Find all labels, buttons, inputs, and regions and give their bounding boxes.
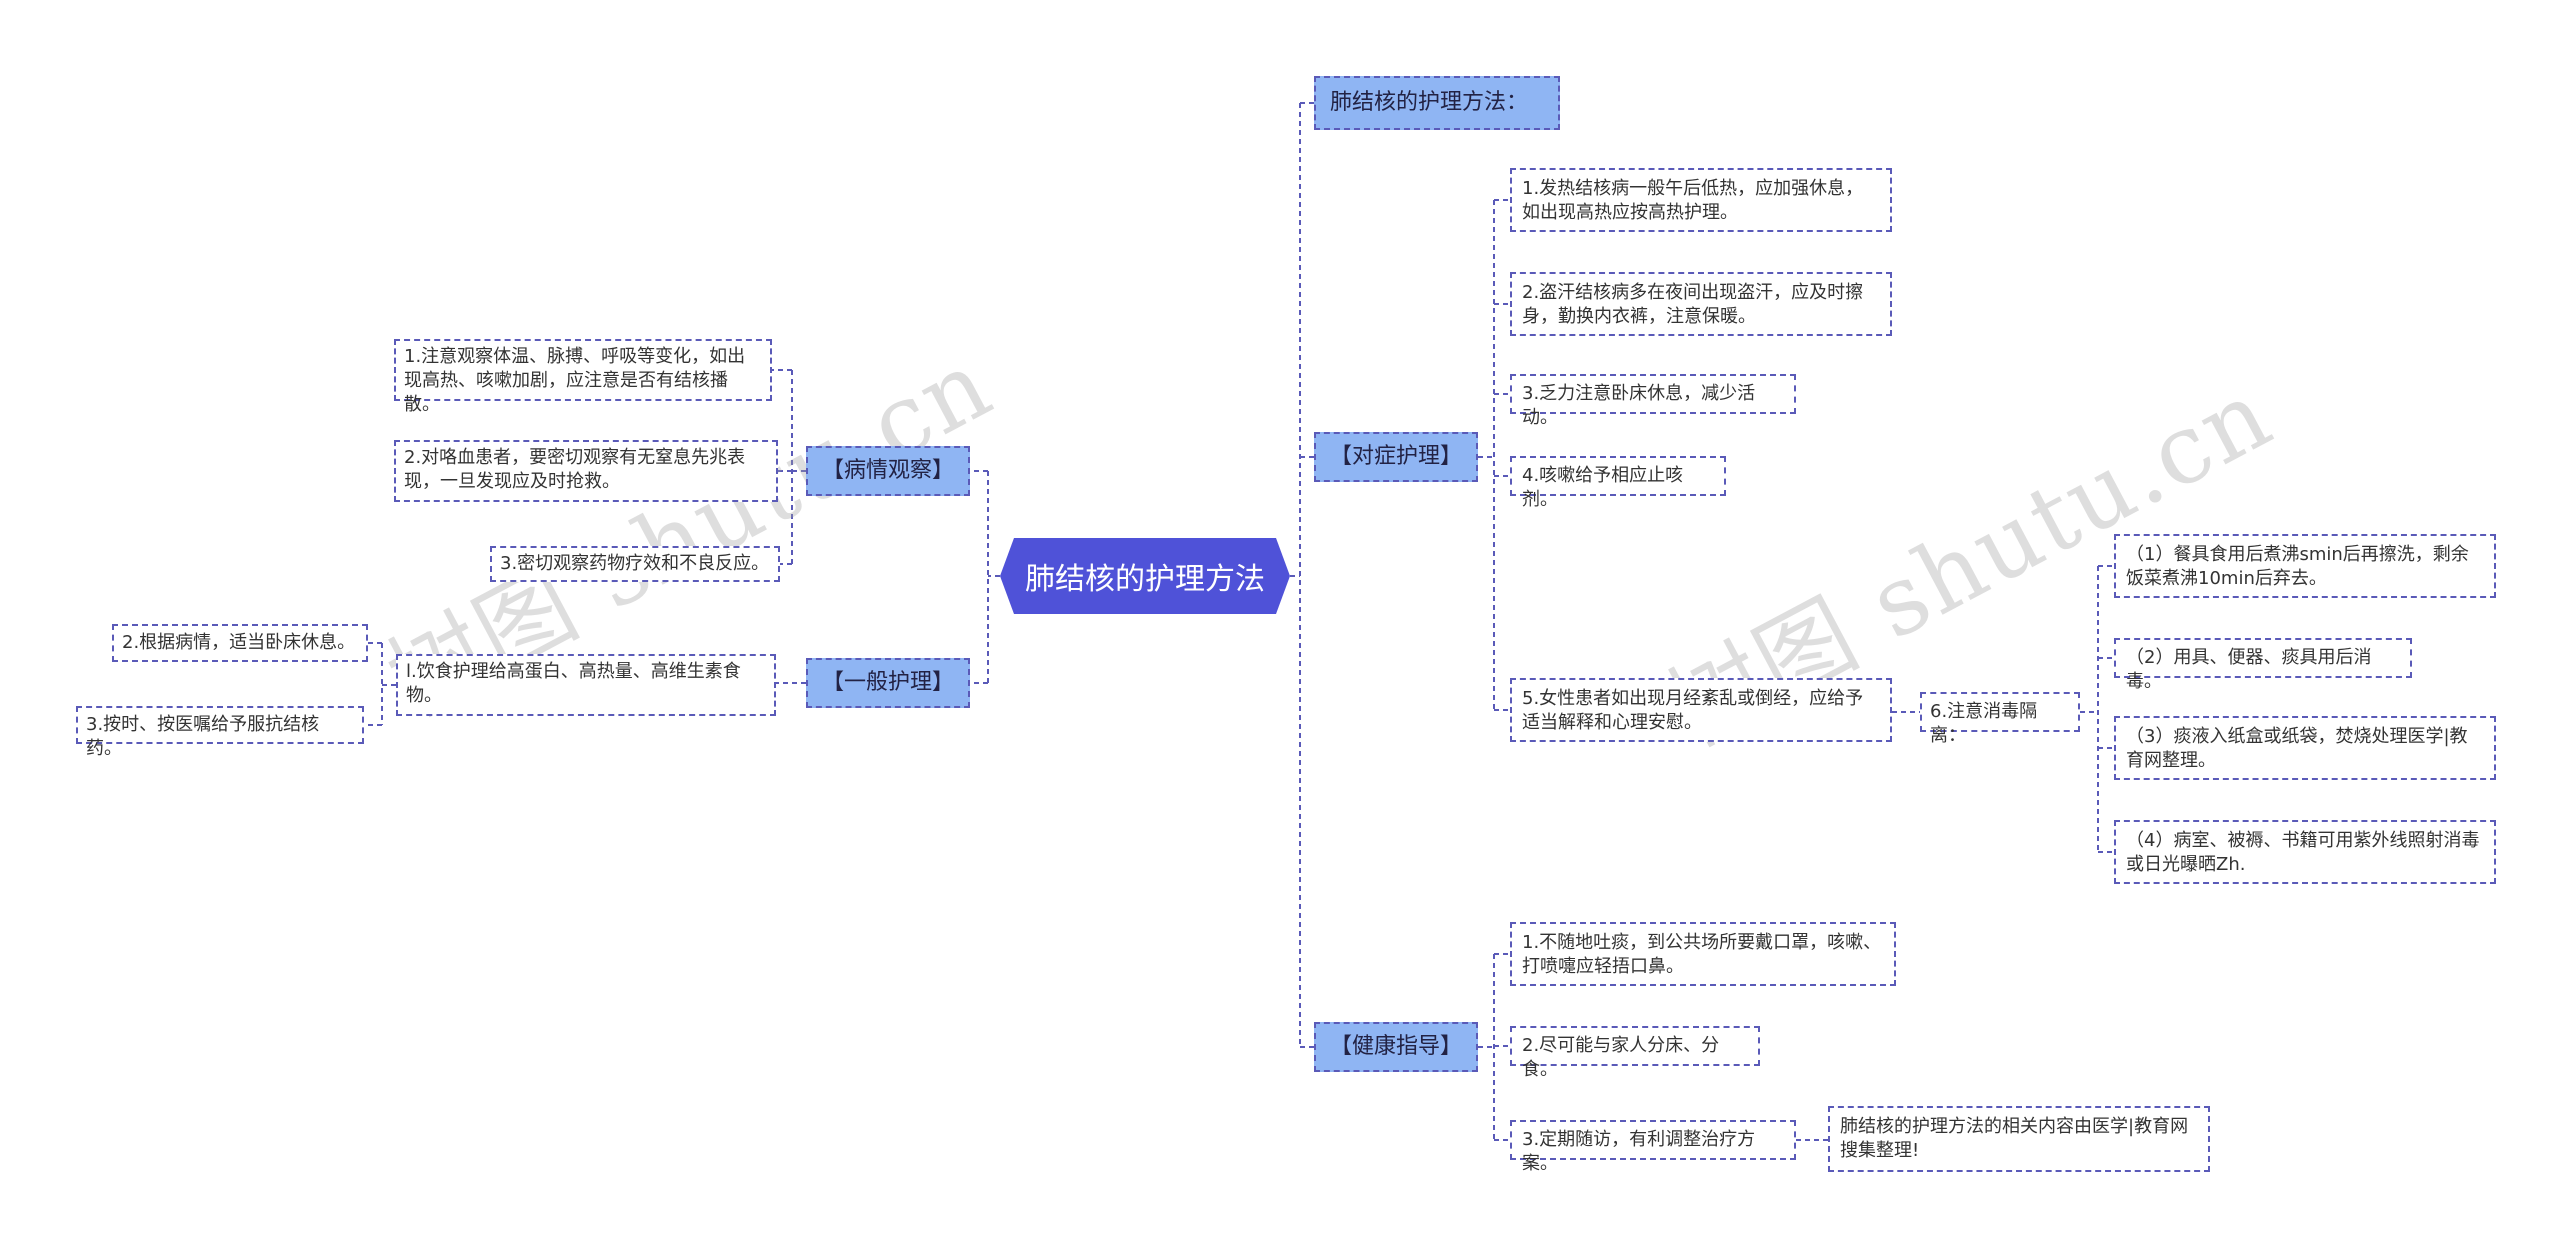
disinfection-topic[interactable]: 6.注意消毒隔离： — [1920, 692, 2080, 746]
symptom-item-2-text: 2.盗汗结核病多在夜间出现盗汗，应及时擦身，勤换内衣裤，注意保暖。 — [1522, 282, 1864, 327]
health-item-1[interactable]: 1.不随地吐痰，到公共场所要戴口罩，咳嗽、打喷嚏应轻捂口鼻。 — [1510, 922, 1896, 986]
observation-item-1-text: 1.注意观察体温、脉搏、呼吸等变化，如出现高热、咳嗽加剧，应注意是否有结核播散。 — [404, 346, 746, 415]
health-item-3[interactable]: 3.定期随访，有利调整治疗方案。 — [1510, 1120, 1796, 1174]
disinfection-item-4-text: （4）病室、被褥、书籍可用紫外线照射消毒或日光曝晒Zh. — [2126, 830, 2480, 875]
symptom-item-2[interactable]: 2.盗汗结核病多在夜间出现盗汗，应及时擦身，勤换内衣裤，注意保暖。 — [1510, 272, 1892, 336]
disinfection-item-4[interactable]: （4）病室、被褥、书籍可用紫外线照射消毒或日光曝晒Zh. — [2114, 820, 2496, 884]
symptom-item-3-text: 3.乏力注意卧床休息，减少活动。 — [1522, 383, 1756, 428]
general-subitem-1[interactable]: 2.根据病情，适当卧床休息。 — [112, 624, 368, 662]
disinfection-item-1-text: （1）餐具食用后煮沸smin后再擦洗，剩余饭菜煮沸10min后弃去。 — [2126, 544, 2469, 589]
root-label: 肺结核的护理方法 — [1025, 562, 1265, 597]
health-item-2[interactable]: 2.尽可能与家人分床、分食。 — [1510, 1026, 1760, 1080]
topic-observation[interactable]: 【病情观察】 — [806, 446, 970, 496]
topic-health[interactable]: 【健康指导】 — [1314, 1022, 1478, 1072]
topic-observation-label: 【病情观察】 — [822, 458, 955, 483]
symptom-item-3[interactable]: 3.乏力注意卧床休息，减少活动。 — [1510, 374, 1796, 428]
topic-symptom[interactable]: 【对症护理】 — [1314, 432, 1478, 482]
disinfection-item-2-text: （2）用具、便器、痰具用后消毒。 — [2126, 647, 2372, 692]
topic-general[interactable]: 【一般护理】 — [806, 658, 970, 708]
symptom-item-4[interactable]: 4.咳嗽给予相应止咳剂。 — [1510, 456, 1726, 510]
observation-item-2[interactable]: 2.对咯血患者，要密切观察有无窒息先兆表现，一旦发现应及时抢救。 — [394, 440, 778, 502]
symptom-item-1-text: 1.发热结核病一般午后低热，应加强休息，如出现高热应按高热护理。 — [1522, 178, 1864, 223]
disinfection-item-1[interactable]: （1）餐具食用后煮沸smin后再擦洗，剩余饭菜煮沸10min后弃去。 — [2114, 534, 2496, 598]
observation-item-3[interactable]: 3.密切观察药物疗效和不良反应。 — [490, 546, 780, 582]
health-item-1-text: 1.不随地吐痰，到公共场所要戴口罩，咳嗽、打喷嚏应轻捂口鼻。 — [1522, 932, 1882, 977]
general-subitem-1-text: 2.根据病情，适当卧床休息。 — [122, 632, 356, 653]
general-diet-text: l.饮食护理给高蛋白、高热量、高维生素食物。 — [406, 661, 741, 706]
health-item-3-text: 3.定期随访，有利调整治疗方案。 — [1522, 1129, 1756, 1174]
general-subitem-2-text: 3.按时、按医嘱给予服抗结核药。 — [86, 714, 320, 759]
root-topic[interactable]: 肺结核的护理方法 — [1000, 538, 1290, 614]
topic-heading-label: 肺结核的护理方法： — [1330, 90, 1529, 115]
symptom-item-5-text: 5.女性患者如出现月经紊乱或倒经，应给予适当解释和心理安慰。 — [1522, 688, 1864, 733]
topic-symptom-label: 【对症护理】 — [1330, 444, 1463, 469]
root-shape — [1000, 538, 1290, 614]
symptom-item-1[interactable]: 1.发热结核病一般午后低热，应加强休息，如出现高热应按高热护理。 — [1510, 168, 1892, 232]
health-note[interactable]: 肺结核的护理方法的相关内容由医学|教育网搜集整理! — [1828, 1106, 2210, 1172]
health-item-2-text: 2.尽可能与家人分床、分食。 — [1522, 1035, 1720, 1080]
disinfection-item-3[interactable]: （3）痰液入纸盒或纸袋，焚烧处理医学|教育网整理。 — [2114, 716, 2496, 780]
symptom-item-4-text: 4.咳嗽给予相应止咳剂。 — [1522, 465, 1684, 510]
topic-heading[interactable]: 肺结核的护理方法： — [1314, 76, 1560, 130]
general-diet-item[interactable]: l.饮食护理给高蛋白、高热量、高维生素食物。 — [396, 654, 776, 716]
observation-item-3-text: 3.密切观察药物疗效和不良反应。 — [500, 553, 770, 574]
disinfection-topic-text: 6.注意消毒隔离： — [1930, 701, 2038, 746]
observation-item-2-text: 2.对咯血患者，要密切观察有无窒息先兆表现，一旦发现应及时抢救。 — [404, 447, 746, 492]
topic-general-label: 【一般护理】 — [822, 670, 955, 695]
general-subitem-2[interactable]: 3.按时、按医嘱给予服抗结核药。 — [76, 706, 364, 759]
observation-item-1[interactable]: 1.注意观察体温、脉搏、呼吸等变化，如出现高热、咳嗽加剧，应注意是否有结核播散。 — [394, 339, 772, 415]
disinfection-item-2[interactable]: （2）用具、便器、痰具用后消毒。 — [2114, 638, 2412, 692]
disinfection-item-3-text: （3）痰液入纸盒或纸袋，焚烧处理医学|教育网整理。 — [2126, 726, 2468, 771]
health-note-text: 肺结核的护理方法的相关内容由医学|教育网搜集整理! — [1840, 1116, 2189, 1161]
topic-health-label: 【健康指导】 — [1330, 1034, 1463, 1059]
symptom-item-5[interactable]: 5.女性患者如出现月经紊乱或倒经，应给予适当解释和心理安慰。 — [1510, 678, 1892, 742]
